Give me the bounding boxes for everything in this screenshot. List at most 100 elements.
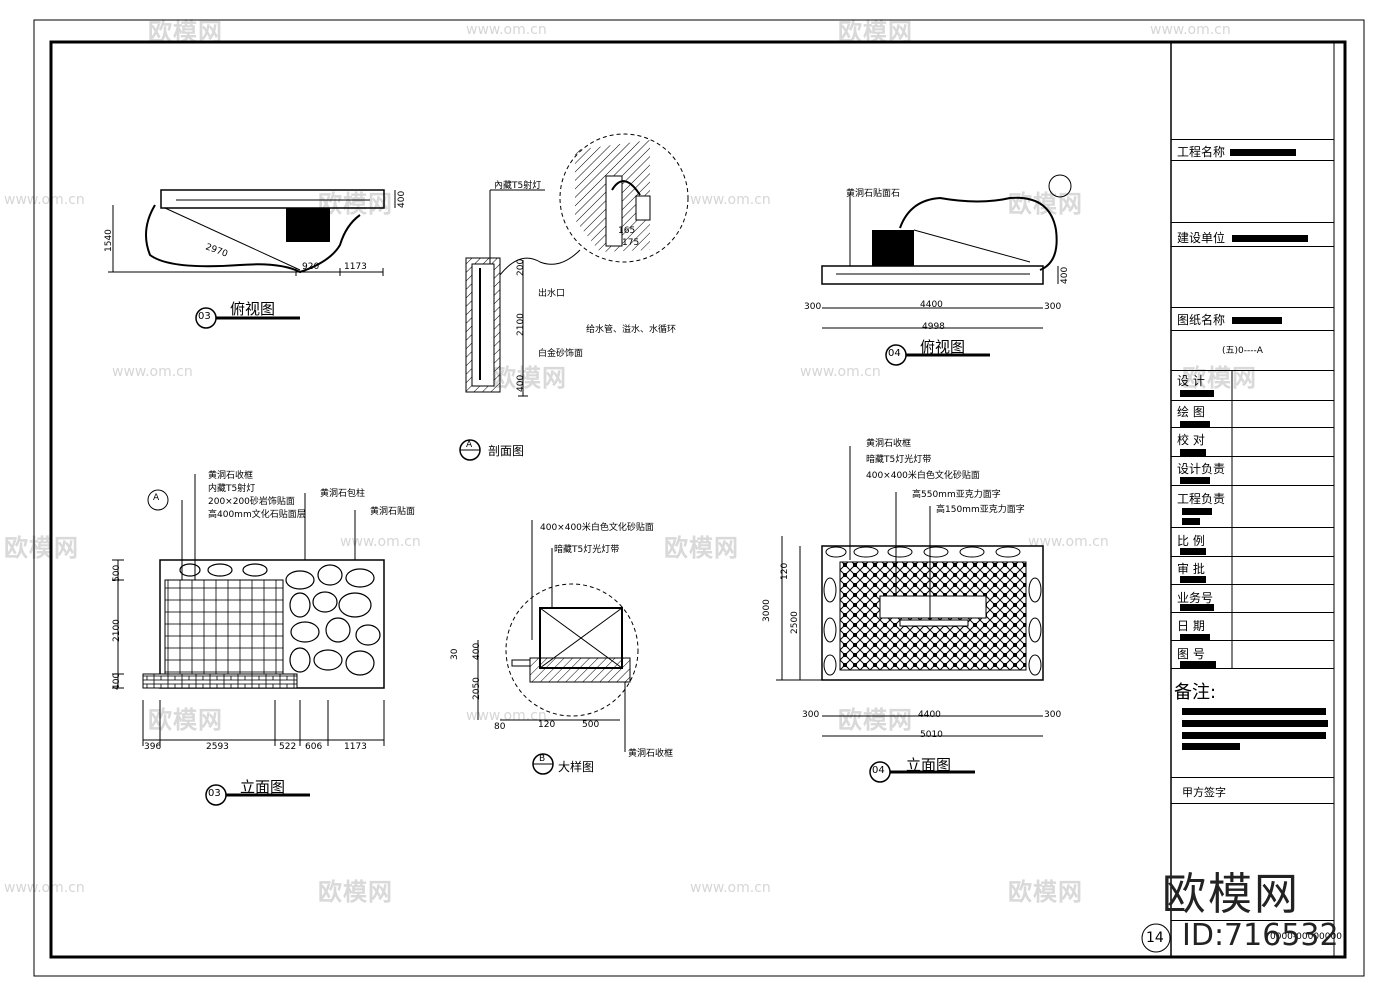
dim-label: 200: [516, 258, 526, 276]
tb-divider: [1171, 527, 1334, 528]
tb-row-label: 日 期: [1177, 619, 1205, 633]
tb-divider: [1171, 307, 1334, 308]
annotation: 内藏T5射灯: [208, 484, 256, 494]
dim-label: 2050: [472, 677, 482, 700]
tb-remarks-label: 备注:: [1174, 682, 1217, 703]
dim-label: 4400: [918, 710, 941, 720]
tb-divider: [1171, 427, 1334, 428]
dim-label: 920: [302, 262, 320, 272]
sheet-number: 14: [1146, 930, 1164, 946]
tb-divider: [1171, 370, 1334, 371]
view-number: 03: [208, 788, 221, 799]
dim-label: 2100: [516, 313, 526, 336]
tb-row-value: [1180, 390, 1214, 397]
watermark-url: www.om.cn: [466, 22, 547, 38]
dim-label: 1540: [104, 229, 114, 252]
view-number: 03: [198, 311, 211, 322]
annotation: 400×400米白色文化砂贴面: [866, 471, 980, 481]
tb-row-label: 比 例: [1177, 534, 1205, 548]
dim-label: 300: [1044, 302, 1062, 312]
tb-row-label: 工程负责: [1177, 492, 1226, 506]
annotation: 暗藏T5灯光灯带: [554, 545, 620, 555]
tb-row-value: [1180, 661, 1216, 668]
tb-row-label: 校 对: [1177, 433, 1205, 447]
dim-label: 400: [472, 642, 482, 660]
view-title: 俯视图: [230, 300, 276, 318]
dim-label: 80: [494, 722, 506, 732]
annotation: 高150mm亚克力面字: [936, 505, 1025, 515]
annotation: 黄洞石贴面: [370, 507, 416, 517]
dim-label: 500: [582, 720, 600, 730]
tb-divider: [1171, 139, 1334, 140]
dim-label: 400: [112, 672, 122, 690]
dim-label: 2593: [206, 742, 229, 752]
tb-drawing-name-value: [1232, 317, 1282, 324]
view-number: A: [466, 440, 473, 450]
dim-label: 400: [397, 190, 407, 208]
tb-divider: [1171, 584, 1334, 585]
tb-client-value: [1232, 235, 1308, 242]
tb-row-label: 审 批: [1177, 562, 1205, 576]
tb-remarks-line: [1182, 732, 1326, 739]
annotation: 黄洞石贴面石: [846, 189, 901, 199]
view-number: 04: [872, 765, 885, 776]
view-number: 04: [888, 348, 901, 359]
view-title: 立面图: [906, 756, 952, 774]
dim-label: 300: [1044, 710, 1062, 720]
tb-code: 0000-00000000: [1270, 932, 1342, 942]
tb-divider: [1171, 612, 1334, 613]
watermark-id: ID:716532: [1182, 918, 1339, 953]
tb-row-label: 图 号: [1177, 647, 1205, 661]
tb-row-value: [1180, 421, 1210, 428]
tb-drawing-name-label: 图纸名称: [1177, 313, 1226, 327]
view-title: 剖面图: [488, 444, 525, 458]
annotation: 400×400米白色文化砂贴面: [540, 523, 654, 533]
watermark-url: www.om.cn: [1150, 22, 1231, 38]
watermark-url: www.om.cn: [4, 880, 85, 896]
tb-divider: [1171, 668, 1334, 669]
tb-client-label: 建设单位: [1177, 231, 1226, 245]
tb-remarks-line: [1182, 743, 1240, 750]
dim-label: 400: [1060, 266, 1070, 284]
tb-owner-sign-label: 甲方签字: [1182, 786, 1226, 799]
tb-sub-label: (五)0----A: [1222, 346, 1263, 356]
tb-divider: [1171, 920, 1334, 921]
dim-label: 606: [305, 742, 323, 752]
tb-divider: [1171, 777, 1334, 778]
tb-project-name-label: 工程名称: [1177, 145, 1226, 159]
tb-row-value: [1180, 604, 1214, 611]
view-number: A: [153, 493, 160, 503]
watermark-url: www.om.cn: [340, 534, 421, 550]
dim-label: 522: [279, 742, 297, 752]
dim-label: 4998: [922, 322, 945, 332]
dim-label: 300: [802, 710, 820, 720]
watermark-url: www.om.cn: [4, 192, 85, 208]
tb-divider: [1171, 330, 1334, 331]
tb-remarks-line: [1182, 720, 1328, 727]
dim-label: 175: [622, 238, 640, 248]
tb-row-label: 设 计: [1177, 374, 1205, 388]
watermark-url: www.om.cn: [1028, 534, 1109, 550]
tb-divider: [1171, 160, 1334, 161]
tb-row-value: [1180, 576, 1206, 583]
watermark-url: www.om.cn: [690, 192, 771, 208]
tb-divider: [1171, 222, 1334, 223]
watermark-brand: 欧模网: [838, 706, 913, 734]
dim-label: 2100: [112, 619, 122, 642]
watermark-brand: 欧模网: [1008, 878, 1083, 906]
dim-label: 396: [144, 742, 162, 752]
watermark-brand: 欧模网: [318, 878, 393, 906]
annotation: 黄洞石包柱: [320, 489, 366, 499]
tb-divider: [1171, 556, 1334, 557]
dim-label: 3000: [762, 599, 772, 622]
annotation: 黄洞石收框: [628, 749, 674, 759]
watermark-brand: 欧模网: [1182, 364, 1257, 392]
tb-remarks-line: [1182, 708, 1326, 715]
tb-row-label: 业务号: [1177, 591, 1214, 605]
annotation: 暗藏T5灯光灯带: [866, 455, 932, 465]
tb-row-label: 绘 图: [1177, 405, 1205, 419]
tb-divider: [1171, 456, 1334, 457]
watermark-brand: 欧模网: [318, 190, 393, 218]
annotation: 高550mm亚克力面字: [912, 490, 1001, 500]
